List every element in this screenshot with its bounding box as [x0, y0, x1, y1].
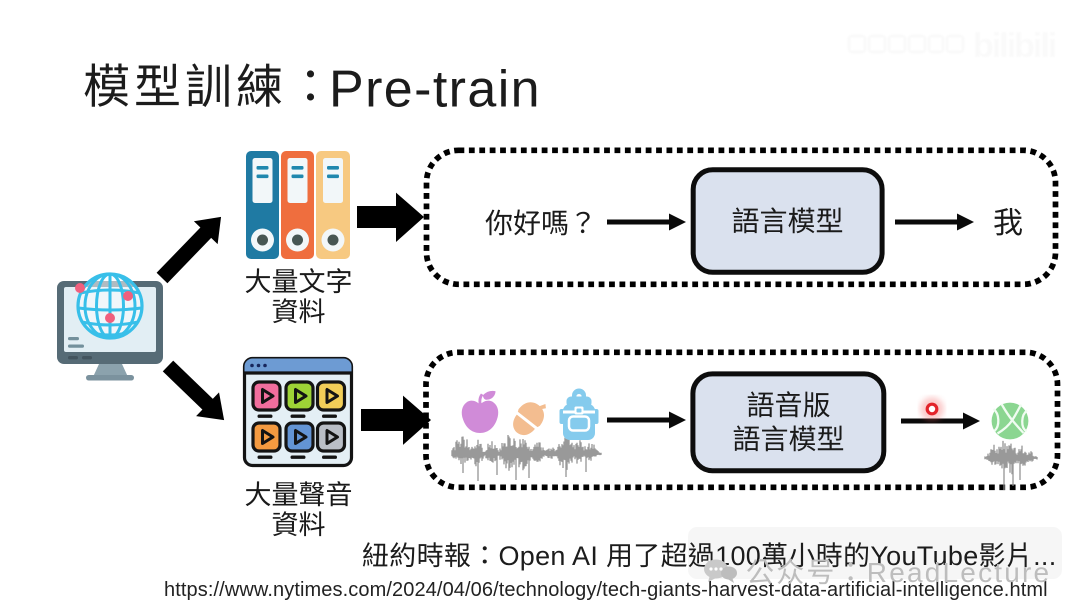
svg-text:bilibili: bilibili: [973, 27, 1056, 65]
